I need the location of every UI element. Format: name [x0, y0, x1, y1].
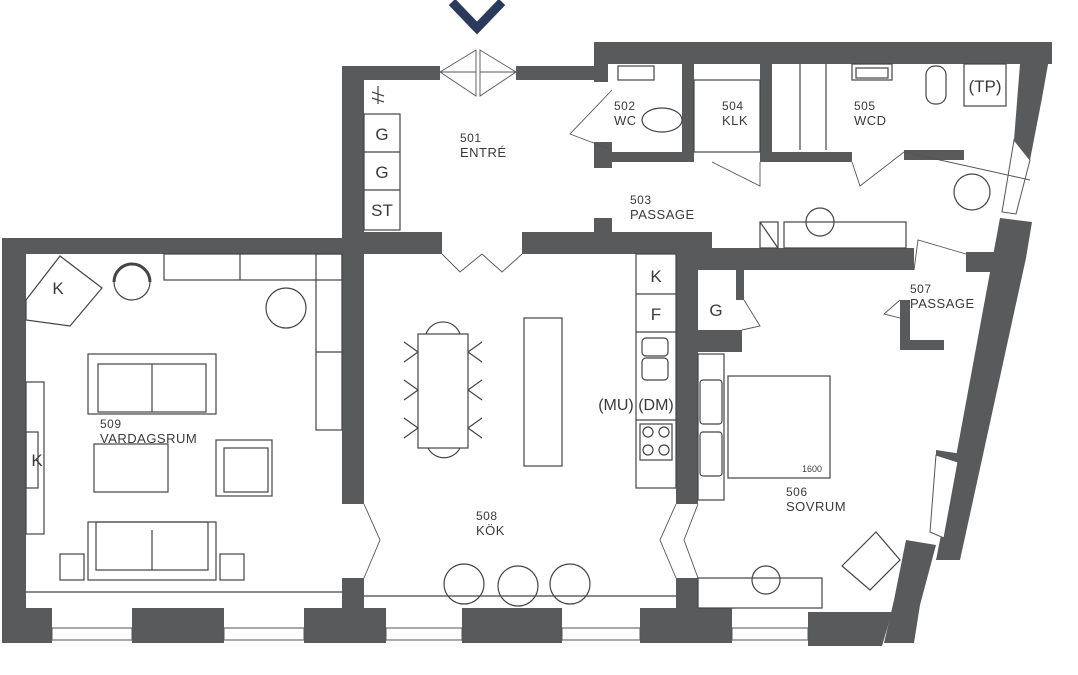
room-509-number: 509: [100, 417, 122, 431]
room-507-number: 507: [910, 282, 932, 296]
room-507-name: PASSAGE: [910, 296, 975, 311]
appliance-g2: G: [375, 163, 388, 182]
room-503-name: PASSAGE: [630, 207, 695, 222]
living-room-furniture: [25, 253, 343, 593]
room-503-number: 503: [630, 193, 652, 207]
room-504-name: KLK: [722, 113, 748, 128]
appliance-k-kitchen: K: [650, 267, 662, 286]
room-505-number: 505: [854, 99, 876, 113]
kitchen-furniture: [364, 253, 677, 607]
room-labels: 501 ENTRÉ 502 WC 503 PASSAGE 504 KLK 505…: [100, 99, 975, 538]
appliance-k-living1: K: [52, 279, 64, 298]
doors: [363, 49, 1031, 579]
room-502-number: 502: [614, 99, 636, 113]
entry-furniture: [363, 63, 1007, 249]
walls: [2, 42, 1052, 646]
appliance-g-bedroom: G: [709, 301, 722, 320]
room-504-number: 504: [722, 99, 744, 113]
appliance-st: ST: [371, 201, 393, 220]
bed-width-label: 1600: [802, 464, 822, 474]
entrance-chevron-icon: [448, 0, 506, 35]
room-506-name: SOVRUM: [786, 499, 846, 514]
bedroom-furniture: [697, 353, 901, 609]
appliance-dm: (DM): [638, 397, 674, 414]
appliance-g1: G: [375, 125, 388, 144]
room-506-number: 506: [786, 485, 808, 499]
appliance-mu: (MU): [598, 397, 634, 414]
room-505-name: WCD: [854, 113, 887, 128]
room-501-number: 501: [460, 131, 482, 145]
room-501-name: ENTRÉ: [460, 145, 507, 160]
appliance-tp: (TP): [968, 77, 1001, 96]
appliance-k-living2: K: [31, 451, 43, 470]
room-509-name: VARDAGSRUM: [100, 431, 197, 446]
appliance-labels: G G ST (TP) K F (MU) (DM) G K K 1600: [31, 77, 1001, 474]
room-508-name: KÖK: [476, 523, 505, 538]
room-508-number: 508: [476, 509, 498, 523]
windows: [51, 138, 1031, 641]
appliance-f-kitchen: F: [651, 305, 661, 324]
room-502-name: WC: [614, 113, 637, 128]
